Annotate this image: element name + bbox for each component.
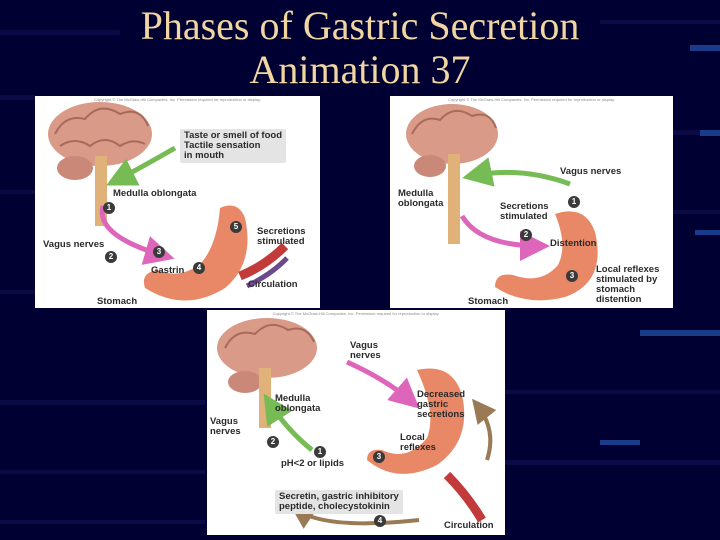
hormone-arrow <box>290 505 420 529</box>
step-2-marker: 2 <box>520 229 532 241</box>
vagus-arrow <box>345 359 420 409</box>
brain-icon <box>48 102 152 226</box>
ph-label: pH<2 or lipids <box>281 458 345 469</box>
hormones-line1: Secretin, gastric inhibitory <box>279 491 399 502</box>
blood-vessel-icon <box>238 242 289 289</box>
stimulus-line2: Tactile sensation <box>184 140 261 151</box>
vagus-arrow <box>99 205 175 265</box>
distention-label: Distention <box>550 238 597 249</box>
step-3-marker: 3 <box>373 451 385 463</box>
copyright-notice: Copyright © The McGraw-Hill Companies, I… <box>448 97 615 102</box>
slide-title: Phases of Gastric Secretion Animation 37 <box>0 4 720 92</box>
intestinal-illustration <box>217 318 497 529</box>
stomach-label: Stomach <box>97 296 138 307</box>
vagus-top-line1: Vagus <box>350 340 378 351</box>
vagus-top-label: Vagus nerves <box>350 341 381 361</box>
local-line2: stimulated by <box>596 274 658 285</box>
local-reflexes-label: Local reflexes stimulated by stomach dis… <box>596 265 659 305</box>
decreased-secretions-label: Decreased gastric secretions <box>417 390 465 420</box>
gastrin-label: Gastrin <box>151 265 185 276</box>
medulla-label: Medulla oblongata <box>113 188 197 199</box>
gastric-phase-figure: Copyright © The McGraw-Hill Companies, I… <box>390 96 673 308</box>
decreased-line2: gastric <box>417 399 449 410</box>
medulla-line1: Medulla <box>398 188 434 199</box>
step-4-marker: 4 <box>374 515 386 527</box>
hormones-line2: peptide, cholecystokinin <box>279 501 390 512</box>
local-line1: Local reflexes <box>596 264 660 275</box>
step-1-marker: 1 <box>314 446 326 458</box>
medulla-label: Medulla oblongata <box>398 189 443 209</box>
cephalic-illustration <box>48 102 289 301</box>
circulation-label: Circulation <box>444 520 494 531</box>
stomach-icon <box>495 211 598 301</box>
step-3-marker: 3 <box>566 270 578 282</box>
secretions-line1: Secretions <box>257 226 306 237</box>
vagus-left-line1: Vagus <box>210 416 238 427</box>
medulla-line2: oblongata <box>275 403 321 414</box>
slide-title-line1: Phases of Gastric Secretion <box>140 3 580 48</box>
local-line3: stomach <box>596 284 636 295</box>
stimulus-line1: Taste or smell of food <box>184 130 283 141</box>
copyright-notice: Copyright © The McGraw-Hill Companies, I… <box>94 97 261 102</box>
local-reflexes-label: Local reflexes <box>400 433 436 453</box>
blood-vessel-icon <box>443 471 486 523</box>
vagus-label: Vagus nerves <box>560 166 622 177</box>
vagus-arrow <box>459 214 550 261</box>
cephalic-phase-figure: Copyright © The McGraw-Hill Companies, I… <box>35 96 320 308</box>
local-line4: distention <box>596 294 642 305</box>
stimulus-label: Taste or smell of food Tactile sensation… <box>180 129 287 163</box>
circulation-arrow <box>472 398 497 461</box>
sensory-arrow <box>462 157 571 187</box>
step-4-marker: 4 <box>193 262 205 274</box>
stimulus-line3: in mouth <box>184 150 225 161</box>
vagus-left-label: Vagus nerves <box>210 417 241 437</box>
slide-title-line2: Animation 37 <box>249 47 471 92</box>
sensory-arrow <box>106 145 177 186</box>
brain-icon <box>406 104 498 244</box>
decreased-line1: Decreased <box>417 389 466 400</box>
medulla-line1: Medulla <box>275 393 311 404</box>
step-2-marker: 2 <box>267 436 279 448</box>
secretions-line2: stimulated <box>500 211 548 222</box>
secretions-label: Secretions stimulated <box>257 227 306 247</box>
stomach-label: Stomach <box>468 296 509 307</box>
circulation-label: Circulation <box>248 279 298 290</box>
step-1-marker: 1 <box>568 196 580 208</box>
medulla-line2: oblongata <box>398 198 444 209</box>
stomach-icon <box>367 368 465 474</box>
step-1-marker: 1 <box>103 202 115 214</box>
hormones-label: Secretin, gastric inhibitory peptide, ch… <box>275 490 403 514</box>
step-3-marker: 3 <box>153 246 165 258</box>
secretions-line1: Secretions <box>500 201 549 212</box>
sensory-arrow <box>263 393 314 452</box>
intestinal-phase-figure: Copyright © The McGraw-Hill Companies, I… <box>207 310 505 535</box>
medulla-label: Medulla oblongata <box>275 394 320 414</box>
local-line1: Local <box>400 432 425 443</box>
step-2-marker: 2 <box>105 251 117 263</box>
vagus-top-line2: nerves <box>350 350 381 361</box>
vagus-left-line2: nerves <box>210 426 241 437</box>
secretions-label: Secretions stimulated <box>500 202 549 222</box>
local-line2: reflexes <box>400 442 436 453</box>
copyright-notice: Copyright © The McGraw-Hill Companies, I… <box>272 311 440 316</box>
step-5-marker: 5 <box>230 221 242 233</box>
secretions-line2: stimulated <box>257 236 305 247</box>
stomach-icon <box>143 205 248 301</box>
vagus-label: Vagus nerves <box>43 239 105 250</box>
decreased-line3: secretions <box>417 409 465 420</box>
